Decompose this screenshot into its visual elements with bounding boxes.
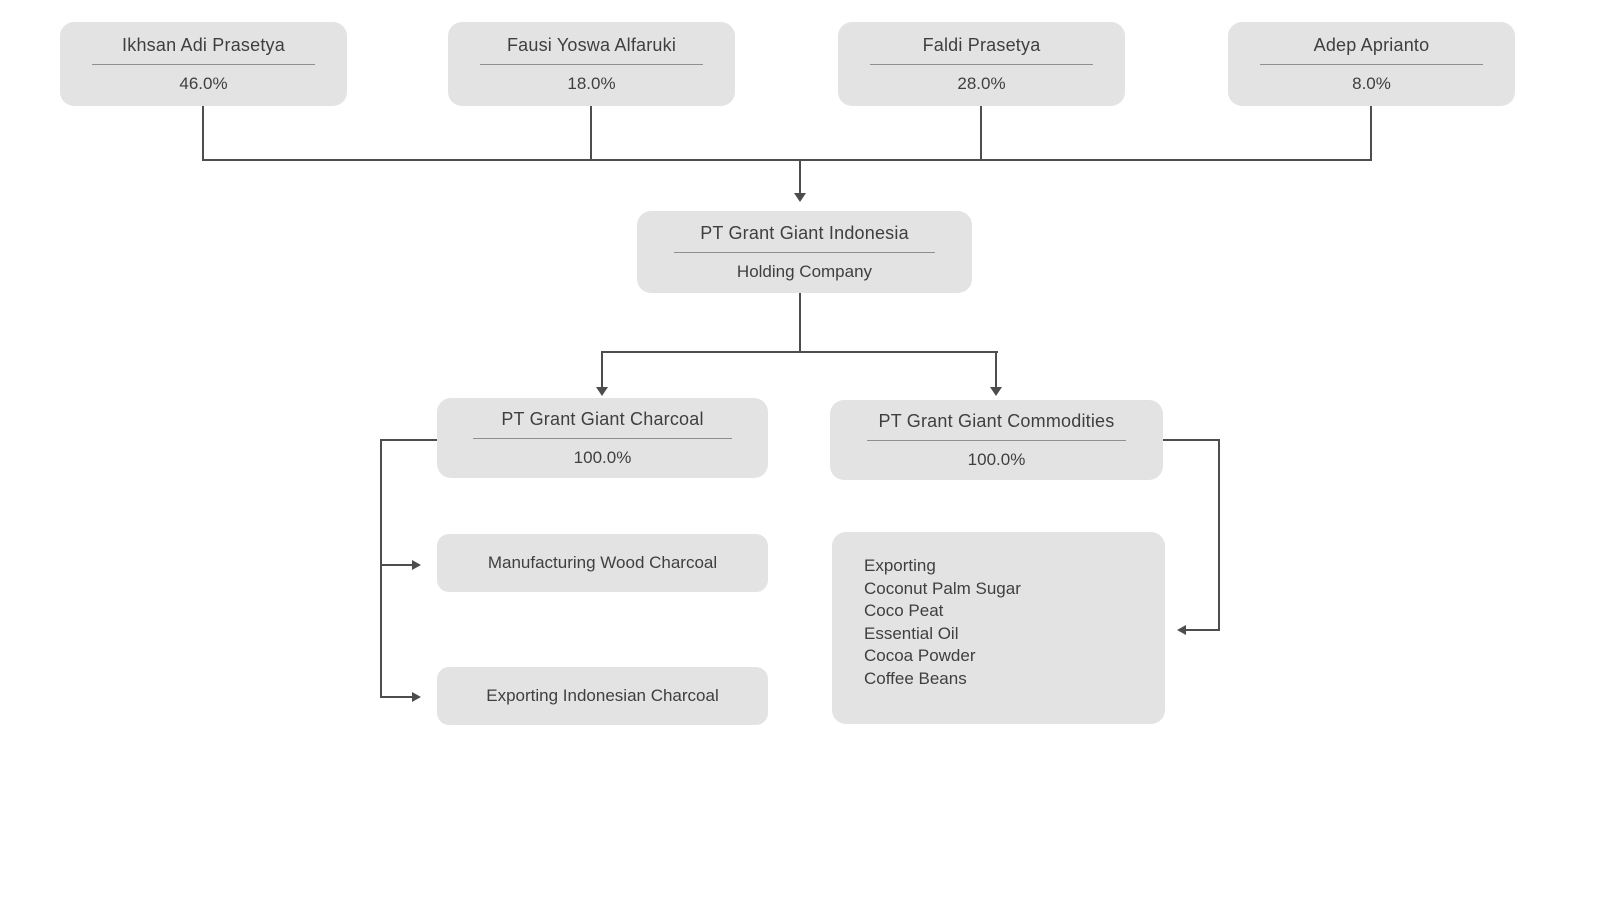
shareholder-box-2: Fausi Yoswa Alfaruki 18.0% — [448, 22, 735, 106]
arrow-down-icon — [596, 387, 608, 396]
connector-commodities-bracket-vertical — [1218, 439, 1220, 631]
commodities-activities-box: Exporting Coconut Palm Sugar Coco Peat E… — [832, 532, 1165, 724]
shareholder-share: 28.0% — [957, 74, 1006, 93]
activity-box-exporting: Exporting Indonesian Charcoal — [437, 667, 768, 725]
activity-box-manufacturing: Manufacturing Wood Charcoal — [437, 534, 768, 592]
arrow-right-icon — [412, 560, 421, 570]
activity-list-item: Coco Peat — [864, 601, 944, 620]
divider-line — [479, 64, 704, 65]
activity-list-item: Coconut Palm Sugar — [864, 578, 1021, 598]
shareholder-box-3: Faldi Prasetya 28.0% — [838, 22, 1125, 106]
divider-line — [473, 438, 732, 439]
connector-split-bar — [601, 351, 998, 353]
connector-branch-commodities-list — [1186, 629, 1220, 631]
shareholder-share: 8.0% — [1352, 74, 1391, 93]
subsidiary-name: PT Grant Giant Commodities — [878, 411, 1115, 431]
connector-branch-manufacturing — [380, 564, 413, 566]
connector-stub-shareholder-2 — [590, 106, 592, 161]
divider-line — [673, 252, 936, 253]
arrow-right-icon — [412, 692, 421, 702]
activity-list-item: Coffee Beans — [864, 668, 967, 688]
activity-label: Exporting Indonesian Charcoal — [486, 686, 719, 705]
shareholder-share: 18.0% — [567, 74, 616, 93]
connector-drop-to-holding — [799, 159, 801, 194]
holding-company-box: PT Grant Giant Indonesia Holding Company — [637, 211, 972, 293]
holding-company-name: PT Grant Giant Indonesia — [700, 223, 909, 243]
connector-commodities-bracket-top — [1163, 439, 1220, 441]
arrow-left-icon — [1177, 625, 1186, 635]
shareholder-name: Faldi Prasetya — [922, 35, 1041, 55]
connector-drop-charcoal — [601, 351, 603, 388]
connector-drop-from-holding — [799, 293, 801, 353]
arrow-down-icon — [794, 193, 806, 202]
subsidiary-share: 100.0% — [573, 448, 632, 467]
shareholder-box-1: Ikhsan Adi Prasetya 46.0% — [60, 22, 347, 106]
subsidiary-box-charcoal: PT Grant Giant Charcoal 100.0% — [437, 398, 768, 478]
connector-charcoal-bracket-vertical — [380, 439, 382, 698]
shareholder-name: Fausi Yoswa Alfaruki — [506, 35, 677, 55]
divider-line — [1259, 64, 1484, 65]
activity-list-item: Exporting — [864, 556, 936, 575]
divider-line — [866, 440, 1127, 441]
subsidiary-name: PT Grant Giant Charcoal — [501, 409, 704, 429]
activity-list-item: Essential Oil — [864, 623, 959, 643]
connector-stub-shareholder-1 — [202, 106, 204, 161]
connector-stub-shareholder-4 — [1370, 106, 1372, 161]
shareholder-name: Adep Aprianto — [1313, 35, 1430, 55]
connector-drop-commodities — [995, 351, 997, 388]
shareholder-box-4: Adep Aprianto 8.0% — [1228, 22, 1515, 106]
divider-line — [91, 64, 316, 65]
shareholder-share: 46.0% — [179, 74, 228, 93]
subsidiary-box-commodities: PT Grant Giant Commodities 100.0% — [830, 400, 1163, 480]
connector-bus-shareholders — [202, 159, 1372, 161]
subsidiary-share: 100.0% — [967, 450, 1026, 469]
divider-line — [869, 64, 1094, 65]
connector-charcoal-bracket-top — [380, 439, 437, 441]
activity-label: Manufacturing Wood Charcoal — [487, 553, 718, 572]
arrow-down-icon — [990, 387, 1002, 396]
holding-company-subtitle: Holding Company — [736, 262, 873, 281]
shareholder-name: Ikhsan Adi Prasetya — [122, 35, 285, 55]
activity-list-item: Cocoa Powder — [864, 646, 976, 665]
connector-branch-exporting — [380, 696, 413, 698]
connector-stub-shareholder-3 — [980, 106, 982, 161]
